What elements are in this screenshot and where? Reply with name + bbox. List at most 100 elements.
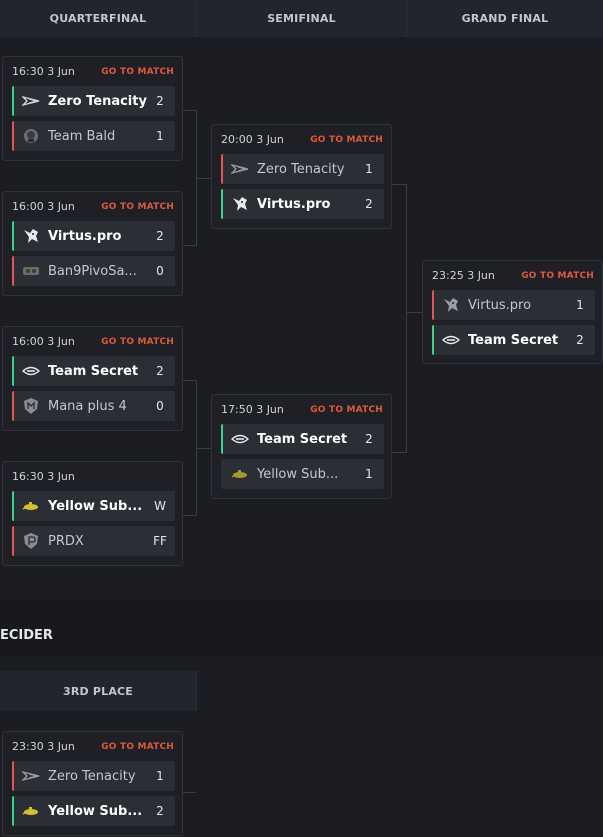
match-time: 16:30 3 Jun [12, 470, 75, 483]
connector-line [182, 792, 196, 793]
team-name: Ban9PivoSa... [48, 263, 137, 279]
team-score: 0 [156, 399, 164, 413]
yellow-sub-logo-icon [22, 802, 40, 820]
decider-section-title: ECIDER [0, 628, 53, 643]
team-score: 2 [576, 333, 584, 347]
team-name: Zero Tenacity [257, 161, 345, 177]
team-name: PRDX [48, 533, 84, 549]
team-name: Team Secret [48, 363, 139, 379]
match-card-qf1[interactable]: 16:30 3 Jun GO TO MATCH Zero Tenacity 2 … [2, 56, 183, 161]
team-secret-logo-icon [22, 362, 40, 380]
yellow-sub-logo-icon [22, 497, 40, 515]
team-name: Virtus.pro [257, 196, 331, 212]
team-score: 1 [156, 129, 164, 143]
virtus-pro-logo-icon [22, 227, 40, 245]
team-score: W [154, 499, 166, 513]
team-row[interactable]: Zero Tenacity 1 [12, 761, 175, 791]
team-row[interactable]: PRDX FF [12, 526, 175, 556]
go-to-match-link[interactable]: GO TO MATCH [310, 134, 383, 145]
team-row[interactable]: Team Secret 2 [221, 424, 384, 454]
go-to-match-link[interactable]: GO TO MATCH [101, 66, 174, 77]
connector-line [182, 245, 196, 246]
zero-tenacity-logo-icon [231, 160, 249, 178]
connector-line [182, 110, 196, 111]
team-name: Zero Tenacity [48, 93, 147, 109]
connector-line [406, 312, 422, 313]
go-to-match-link[interactable]: GO TO MATCH [101, 741, 174, 752]
match-header: 20:00 3 Jun GO TO MATCH [221, 130, 383, 149]
team-name: Virtus.pro [468, 297, 532, 313]
team-name: Yellow Sub... [257, 466, 339, 482]
match-card-sf1[interactable]: 20:00 3 Jun GO TO MATCH Zero Tenacity 1 … [211, 124, 392, 229]
zero-tenacity-logo-icon [22, 767, 40, 785]
go-to-match-link[interactable]: GO TO MATCH [521, 270, 594, 281]
match-card-qf4[interactable]: 16:30 3 Jun Yellow Sub... W PRDX FF [2, 461, 183, 566]
connector-line [406, 184, 407, 453]
column-header-quarterfinal: QUARTERFINAL [0, 0, 197, 37]
team-row[interactable]: Team Bald 1 [12, 121, 175, 151]
team-score: 2 [156, 364, 164, 378]
team-name: Yellow Sub... [48, 498, 143, 514]
connector-line [391, 184, 406, 185]
team-row[interactable]: Virtus.pro 2 [12, 221, 175, 251]
team-name: Zero Tenacity [48, 768, 136, 784]
match-time: 16:30 3 Jun [12, 65, 75, 78]
team-row[interactable]: Mana plus 4 0 [12, 391, 175, 421]
team-row[interactable]: Team Secret 2 [12, 356, 175, 386]
team-row[interactable]: Yellow Sub... 2 [12, 796, 175, 826]
yellow-sub-logo-icon [231, 465, 249, 483]
decider-bracket: 3RD PLACE 23:30 3 Jun GO TO MATCH Zero T… [0, 656, 603, 837]
team-row[interactable]: Zero Tenacity 2 [12, 86, 175, 116]
prdx-logo-icon [22, 532, 40, 550]
match-card-grand-final[interactable]: 23:25 3 Jun GO TO MATCH Virtus.pro 1 Tea… [422, 260, 603, 364]
go-to-match-link[interactable]: GO TO MATCH [101, 201, 174, 212]
go-to-match-link[interactable]: GO TO MATCH [310, 404, 383, 415]
match-header: 16:00 3 Jun GO TO MATCH [12, 197, 174, 216]
team-row[interactable]: Zero Tenacity 1 [221, 154, 384, 184]
match-time: 17:50 3 Jun [221, 403, 284, 416]
team-row[interactable]: Yellow Sub... W [12, 491, 175, 521]
playoff-bracket: QUARTERFINAL SEMIFINAL GRAND FINAL 16:30… [0, 0, 603, 566]
match-card-qf2[interactable]: 16:00 3 Jun GO TO MATCH Virtus.pro 2 Ban… [2, 191, 183, 296]
match-header: 23:30 3 Jun GO TO MATCH [12, 737, 174, 756]
team-name: Yellow Sub... [48, 803, 143, 819]
match-time: 16:00 3 Jun [12, 335, 75, 348]
connector-line [196, 448, 212, 449]
match-header: 16:30 3 Jun GO TO MATCH [12, 62, 174, 81]
zero-tenacity-logo-icon [22, 92, 40, 110]
team-row[interactable]: Ban9PivoSa... 0 [12, 256, 175, 286]
team-name: Team Bald [48, 128, 116, 144]
team-row[interactable]: Virtus.pro 2 [221, 189, 384, 219]
match-card-3rd-place[interactable]: 23:30 3 Jun GO TO MATCH Zero Tenacity 1 … [2, 731, 183, 836]
connector-line [182, 380, 196, 381]
team-name: Team Secret [257, 431, 348, 447]
connector-line [182, 515, 196, 516]
team-row[interactable]: Team Secret 2 [432, 325, 595, 355]
virtus-pro-logo-icon [231, 195, 249, 213]
decider-section-bar [0, 600, 603, 656]
mana-plus-logo-icon [22, 397, 40, 415]
match-header: 17:50 3 Jun GO TO MATCH [221, 400, 383, 419]
team-score: 1 [365, 162, 373, 176]
team-name: Team Secret [468, 332, 559, 348]
match-card-qf3[interactable]: 16:00 3 Jun GO TO MATCH Team Secret 2 Ma… [2, 326, 183, 431]
column-header-grand-final: GRAND FINAL [407, 0, 603, 37]
go-to-match-link[interactable]: GO TO MATCH [101, 336, 174, 347]
team-row[interactable]: Virtus.pro 1 [432, 290, 595, 320]
connector-line [196, 178, 212, 179]
team-bald-logo-icon [22, 127, 40, 145]
team-name: Mana plus 4 [48, 398, 127, 414]
match-time: 16:00 3 Jun [12, 200, 75, 213]
team-secret-logo-icon [442, 331, 460, 349]
team-score: 2 [156, 94, 164, 108]
match-time: 23:30 3 Jun [12, 740, 75, 753]
match-header: 16:30 3 Jun [12, 467, 174, 486]
ban9pivo-logo-icon [22, 262, 40, 280]
team-row[interactable]: Yellow Sub... 1 [221, 459, 384, 489]
team-score: 2 [156, 804, 164, 818]
column-header-semifinal: SEMIFINAL [197, 0, 407, 37]
team-score: 1 [156, 769, 164, 783]
team-score: 0 [156, 264, 164, 278]
team-score: 1 [576, 298, 584, 312]
match-card-sf2[interactable]: 17:50 3 Jun GO TO MATCH Team Secret 2 Ye… [211, 394, 392, 499]
